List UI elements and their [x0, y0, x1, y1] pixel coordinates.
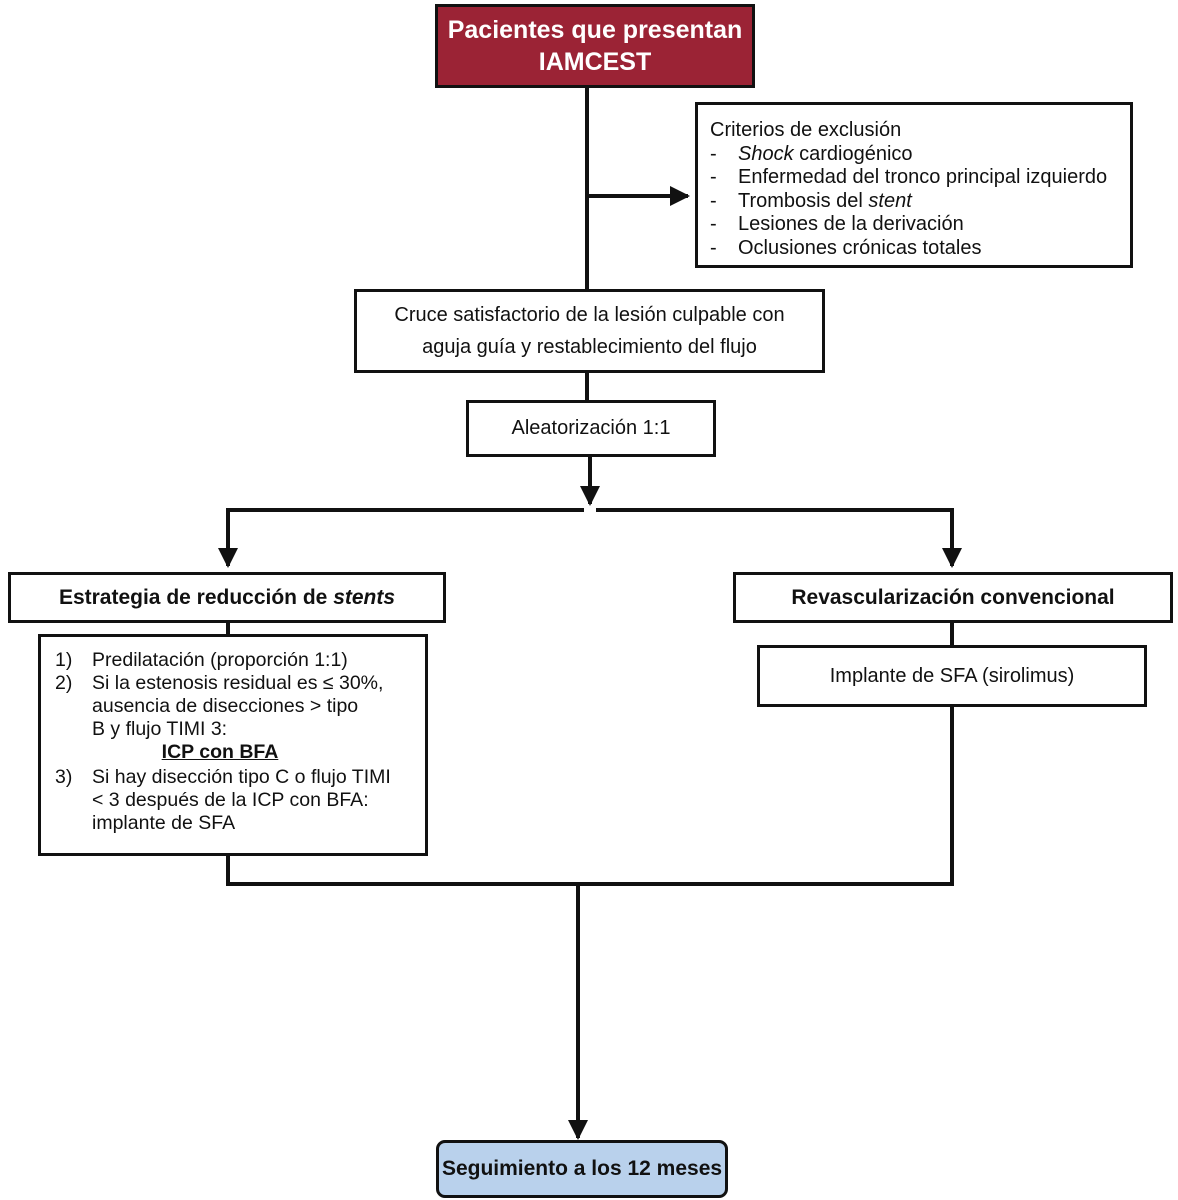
- step-3-line-3: implante de SFA: [92, 812, 236, 834]
- left-branch-label: Estrategia de reducción de stents: [58, 585, 396, 609]
- step-3-line-2: < 3 después de la ICP con BFA:: [92, 789, 369, 811]
- step-2-line-2: ausencia de disecciones > tipo: [92, 695, 359, 717]
- right-branch-label: Revascularización convencional: [791, 585, 1115, 609]
- exclusion-item: -Shock cardiogénico: [710, 142, 913, 165]
- exclusion-item: -Enfermedad del tronco principal izquier…: [710, 166, 1108, 188]
- step-2-line-3: B y flujo TIMI 3:: [92, 718, 228, 740]
- exclusion-item: -Lesiones de la derivación: [710, 213, 964, 235]
- randomization-box: Aleatorización 1:1: [466, 400, 716, 457]
- exclusion-criteria-box: Criterios de exclusión -Shock cardiogéni…: [695, 102, 1133, 268]
- step-1: 1)Predilatación (proporción 1:1): [55, 649, 348, 671]
- crossing-line-2: aguja guía y restablecimiento del flujo: [422, 336, 757, 358]
- sirolimus-implant-box: Implante de SFA (sirolimus): [757, 645, 1147, 707]
- step-3: 3)Si hay disección tipo C o flujo TIMI: [55, 766, 391, 788]
- start-line-1: Pacientes que presentan: [447, 16, 743, 44]
- step-2: 2)Si la estenosis residual es ≤ 30%,: [55, 672, 384, 694]
- step-2-result: ICP con BFA: [161, 741, 279, 763]
- crossing-line-1: Cruce satisfactorio de la lesión culpabl…: [394, 304, 785, 326]
- exclusion-item: -Oclusiones crónicas totales: [710, 236, 982, 259]
- randomization-label: Aleatorización 1:1: [511, 417, 671, 439]
- followup-12-months-box: Seguimiento a los 12 meses: [436, 1140, 728, 1198]
- start-box-patients: Pacientes que presentan IAMCEST: [435, 4, 755, 88]
- crossing-success-box: Cruce satisfactorio de la lesión culpabl…: [354, 289, 825, 373]
- end-label: Seguimiento a los 12 meses: [441, 1157, 723, 1180]
- conventional-revascularization-box: Revascularización convencional: [733, 572, 1173, 623]
- right-step-label: Implante de SFA (sirolimus): [829, 664, 1075, 687]
- start-line-2: IAMCEST: [538, 48, 652, 76]
- stent-reduction-strategy-box: Estrategia de reducción de stents: [8, 572, 446, 623]
- stent-reduction-steps-box: 1)Predilatación (proporción 1:1) 2)Si la…: [38, 634, 428, 856]
- exclusion-item: -Trombosis del stent: [710, 189, 912, 212]
- exclusion-title: Criterios de exclusión: [710, 119, 902, 141]
